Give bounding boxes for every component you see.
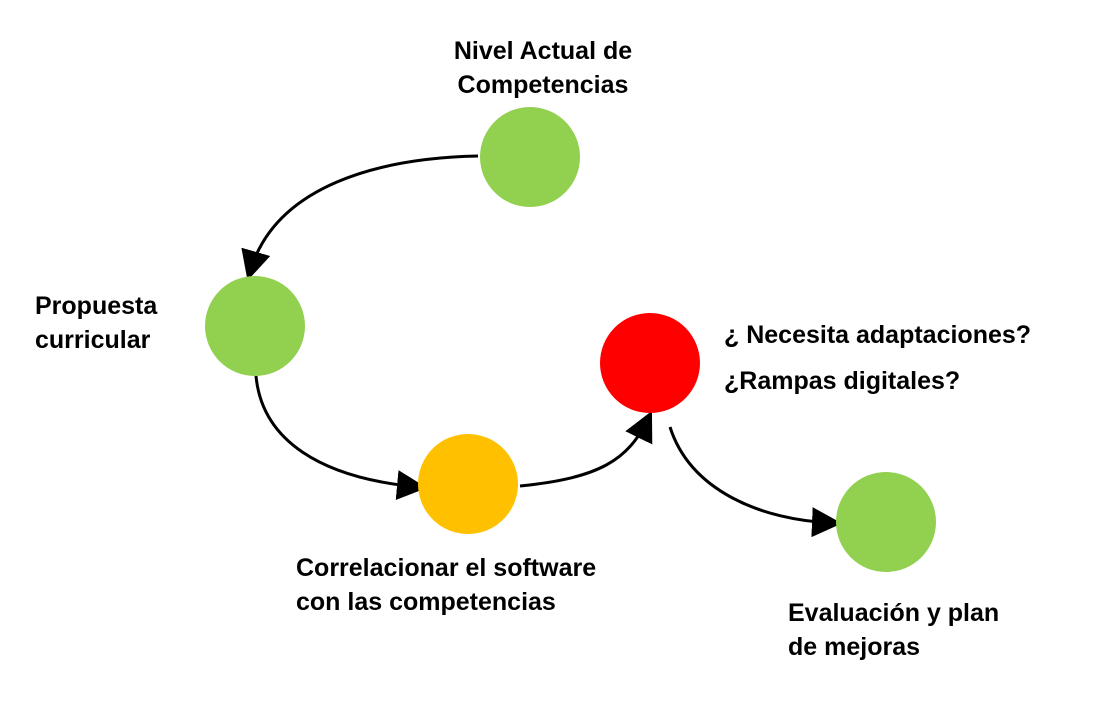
label-evaluacion: Evaluación y plan de mejoras [788, 596, 999, 664]
label-line: curricular [35, 326, 151, 354]
arrow-correlacionar-to-adaptaciones [519, 410, 653, 488]
arrow-adaptaciones-to-evaluacion [668, 426, 842, 538]
label-line: Competencias [457, 71, 629, 99]
label-line: ¿Rampas digitales? [724, 367, 961, 395]
arrow-propuesta-to-correlacionar [254, 375, 427, 501]
label-line: Evaluación y plan [788, 599, 1000, 627]
node-nivel-actual [480, 107, 580, 207]
label-adaptaciones: ¿ Necesita adaptaciones? ¿Rampas digital… [724, 312, 1031, 404]
label-line: Nivel Actual de [453, 37, 633, 65]
arrow-nivel-to-propuesta [241, 154, 479, 281]
label-nivel-actual: Nivel Actual de Competencias [393, 34, 693, 102]
node-correlacionar [418, 434, 518, 534]
label-line: de mejoras [788, 633, 921, 661]
label-line: Correlacionar el software [296, 554, 597, 582]
label-line: con las competencias [296, 588, 556, 616]
label-line: ¿ Necesita adaptaciones? [724, 321, 1032, 349]
node-evaluacion [836, 472, 936, 572]
node-adaptaciones [600, 313, 700, 413]
label-propuesta: Propuesta curricular [35, 289, 157, 357]
node-propuesta [205, 276, 305, 376]
label-line: Propuesta [35, 292, 158, 320]
label-correlacionar: Correlacionar el software con las compet… [296, 551, 596, 619]
